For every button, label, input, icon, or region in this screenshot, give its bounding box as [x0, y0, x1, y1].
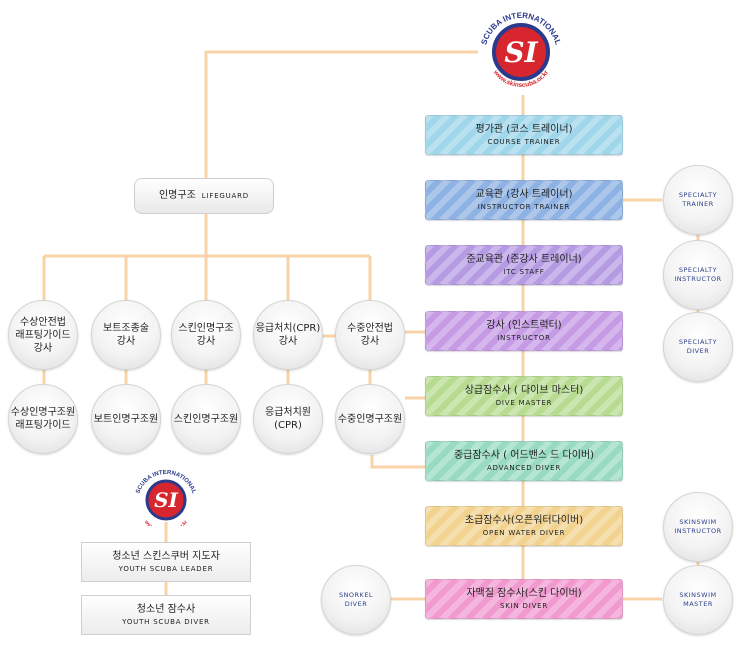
- brand-logo-top[interactable]: SI SCUBA INTERNATIONAL www.skinscuba.or.…: [471, 4, 571, 96]
- brand-logo-youth[interactable]: SI SCUBA INTERNATIONAL www.skinscuba.or.…: [126, 470, 206, 535]
- level-instructor[interactable]: 강사 (인스트럭터)INSTRUCTOR: [425, 311, 623, 351]
- level-itc-staff[interactable]: 준교육관 (준강사 트레이너)ITC STAFF: [425, 245, 623, 285]
- lifeguard-cert-3[interactable]: 스킨인명구조원: [171, 384, 241, 454]
- lifeguard-course-4[interactable]: 응급처치(CPR) 강사: [253, 300, 323, 370]
- level-instructor-trainer[interactable]: 교육관 (강사 트레이너)INSTRUCTOR TRAINER: [425, 180, 623, 220]
- level-dive-master[interactable]: 상급잠수사 ( 다이브 마스터)DIVE MASTER: [425, 376, 623, 416]
- lifeguard-course-2[interactable]: 보트조종술 강사: [91, 300, 161, 370]
- level-skin-diver[interactable]: 자맥질 잠수사(스킨 다이버)SKIN DIVER: [425, 579, 623, 619]
- snorkel-diver[interactable]: SNORKEL DIVER: [321, 565, 391, 635]
- logo-mark: SI: [504, 36, 538, 69]
- lifeguard-course-3[interactable]: 스킨인명구조 강사: [171, 300, 241, 370]
- line-underwater-to-advanced: [370, 455, 425, 469]
- lifeguard-cert-4[interactable]: 응급처치원 (CPR): [253, 384, 323, 454]
- skinswim-master[interactable]: SKINSWIM MASTER: [663, 565, 733, 635]
- level-course-trainer[interactable]: 평가관 (코스 트레이너)COURSE TRAINER: [425, 115, 623, 155]
- level-open-water-diver[interactable]: 초급잠수사(오픈워터다이버)OPEN WATER DIVER: [425, 506, 623, 546]
- lifeguard-cert-1[interactable]: 수상인명구조원 래프팅가이드: [8, 384, 78, 454]
- line-logo-to-lifeguard: [204, 50, 478, 180]
- lifeguard-course-5[interactable]: 수중안전법 강사: [335, 300, 405, 370]
- youth-logo-mark: SI: [154, 488, 178, 512]
- lifeguard-ko: 인명구조: [158, 190, 196, 201]
- lifeguard-node[interactable]: 인명구조 LIFEGUARD: [134, 178, 274, 214]
- skinswim-instructor[interactable]: SKINSWIM INSTRUCTOR: [663, 492, 733, 562]
- lifeguard-en: LIFEGUARD: [201, 191, 250, 200]
- specialty-diver[interactable]: SPECIALTY DIVER: [663, 312, 733, 382]
- specialty-instructor[interactable]: SPECIALTY INSTRUCTOR: [663, 240, 733, 310]
- level-advanced-diver[interactable]: 중급잠수사 ( 어드밴스 드 다이버)ADVANCED DIVER: [425, 441, 623, 481]
- lifeguard-course-1[interactable]: 수상안전법 래프팅가이드 강사: [8, 300, 78, 370]
- lifeguard-cert-2[interactable]: 보트인명구조원: [91, 384, 161, 454]
- specialty-trainer[interactable]: SPECIALTY TRAINER: [663, 165, 733, 235]
- lifeguard-cert-5[interactable]: 수중인명구조원: [335, 384, 405, 454]
